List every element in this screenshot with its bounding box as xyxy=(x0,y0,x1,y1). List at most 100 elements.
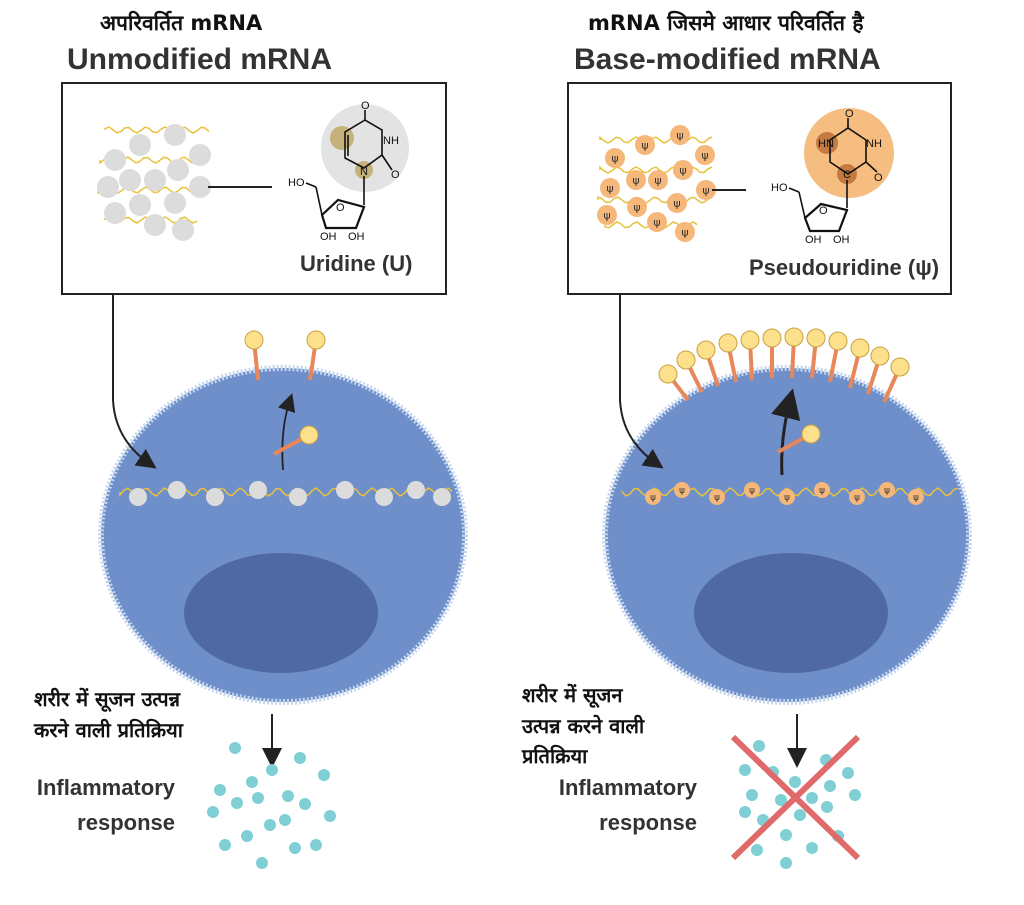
right-nucleus xyxy=(694,553,888,673)
mrna-strand xyxy=(599,135,713,144)
cytokine-dot xyxy=(282,790,294,802)
modified-base xyxy=(597,205,617,225)
modified-base xyxy=(647,212,667,232)
psi-symbol: ψ xyxy=(679,486,685,496)
right-response-english: Inflammatory xyxy=(559,775,698,800)
cytokine-dot xyxy=(219,839,231,851)
modified-base xyxy=(635,135,655,155)
unmodified-base xyxy=(189,144,211,166)
chem-label: OH xyxy=(320,231,337,243)
cytokine-dot xyxy=(299,798,311,810)
modified-base xyxy=(667,193,687,213)
protein-head xyxy=(784,327,804,347)
psi-symbol: ψ xyxy=(749,486,755,496)
psi-symbol: ψ xyxy=(611,152,618,165)
protein-head xyxy=(658,364,678,384)
mrna-strand xyxy=(104,126,210,134)
psi-symbol: ψ xyxy=(913,493,919,503)
protein-head xyxy=(306,330,326,350)
left-title-hindi: अपरिवर्तित mRNA xyxy=(100,10,263,35)
protein-head xyxy=(806,328,826,348)
right-response-hindi: शरीर में सूजन xyxy=(522,683,623,708)
right-response-hindi: उत्पन्न करने वाली xyxy=(521,714,645,738)
psi-symbol: ψ xyxy=(603,209,610,222)
cytokine-dot xyxy=(214,784,226,796)
pseudouridine-label: Pseudouridine (ψ) xyxy=(749,255,939,280)
unmodified-base xyxy=(167,159,189,181)
protein-head xyxy=(244,330,264,350)
modified-base xyxy=(744,482,760,498)
psi-symbol: ψ xyxy=(650,493,656,503)
cytokine-dot xyxy=(780,857,792,869)
left-cell-mrna xyxy=(119,481,453,506)
modified-base xyxy=(627,197,647,217)
cytokine-dot xyxy=(310,839,322,851)
psi-symbol: ψ xyxy=(676,129,683,142)
chem-label: O xyxy=(361,100,370,112)
modified-base xyxy=(600,178,620,198)
modified-base xyxy=(779,489,795,505)
cytokines xyxy=(207,740,861,869)
right-entry-arrow xyxy=(619,295,664,469)
chem-label: OH xyxy=(348,231,365,243)
uridine-structure: O NH N O HO O OH OH Uridine (U) xyxy=(288,100,412,276)
modified-base xyxy=(849,489,865,505)
modified-base xyxy=(605,148,625,168)
left-response-hindi: शरीर में सूजन उत्पन्न xyxy=(34,687,182,712)
uridine-label: Uridine (U) xyxy=(300,251,412,276)
left-translation-arrow xyxy=(278,393,296,471)
left-response-english: response xyxy=(77,810,175,835)
psi-symbol: ψ xyxy=(701,149,708,162)
surface-proteins xyxy=(244,327,910,456)
cytokine-dot xyxy=(806,842,818,854)
protein-head xyxy=(801,424,821,444)
psi-symbol: ψ xyxy=(679,164,686,177)
left-response-english: Inflammatory xyxy=(37,775,176,800)
right-response-hindi: प्रतिक्रिया xyxy=(521,744,588,768)
modified-base xyxy=(626,170,646,190)
unmodified-base xyxy=(144,169,166,191)
cytokine-dot xyxy=(241,830,253,842)
mrna-strand xyxy=(597,195,711,204)
unmodified-base xyxy=(164,192,186,214)
chem-label: NH xyxy=(383,135,399,147)
right-title-hindi: mRNA जिसमे आधार परिवर्तित है xyxy=(588,10,864,35)
unmodified-base xyxy=(206,488,224,506)
cytokine-dot xyxy=(806,792,818,804)
chem-label: C xyxy=(843,169,851,181)
cytokine-dot xyxy=(231,797,243,809)
cytokine-dot xyxy=(318,769,330,781)
unmodified-base xyxy=(104,149,126,171)
modified-base xyxy=(814,482,830,498)
cytokine-dot xyxy=(849,789,861,801)
chem-label: O xyxy=(819,205,828,217)
psi-symbol: ψ xyxy=(606,182,613,195)
unmodified-base xyxy=(129,194,151,216)
chem-label: OH xyxy=(833,234,850,246)
left-nucleus xyxy=(184,553,378,673)
cytokine-dot xyxy=(324,810,336,822)
cytokine-dot xyxy=(264,819,276,831)
unmodified-base xyxy=(375,488,393,506)
chem-label: HO xyxy=(288,177,305,189)
unmodified-base xyxy=(172,219,194,241)
modified-base xyxy=(673,160,693,180)
unmodified-base xyxy=(189,176,211,198)
psi-symbol: ψ xyxy=(641,139,648,152)
cytokine-dot xyxy=(256,857,268,869)
cytokine-dot xyxy=(751,844,763,856)
cytokine-dot xyxy=(207,806,219,818)
unmodified-base xyxy=(336,481,354,499)
psi-symbol: ψ xyxy=(702,184,709,197)
cytokine-dot xyxy=(229,742,241,754)
unmodified-base xyxy=(144,214,166,236)
cytokine-dot xyxy=(252,792,264,804)
modified-base xyxy=(674,482,690,498)
chem-label: O xyxy=(336,202,345,214)
cytokine-dot xyxy=(753,740,765,752)
psi-symbol: ψ xyxy=(714,493,720,503)
protein-head xyxy=(870,346,890,366)
